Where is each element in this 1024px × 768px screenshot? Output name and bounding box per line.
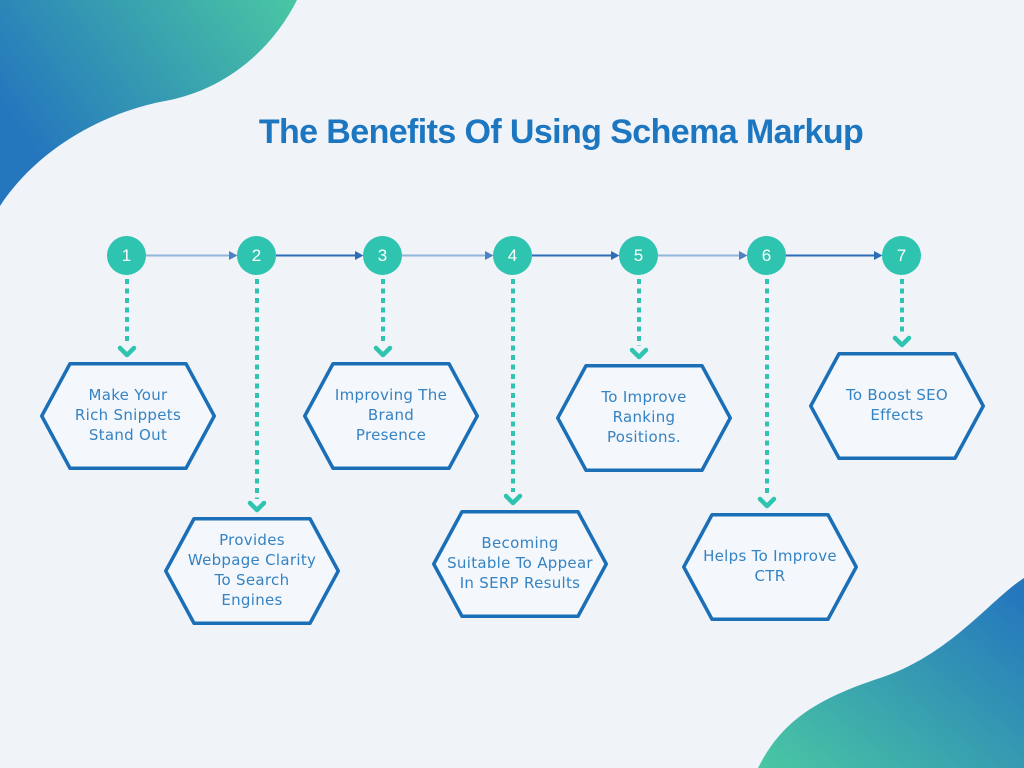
connector-arrow-5-6 [658,251,748,260]
dotted-arrow-step-6 [757,279,777,509]
step-circle-7: 7 [882,236,921,275]
hexagon-outline [432,510,608,618]
arrow-down-chevron-icon [373,345,393,358]
benefit-label-4: Becoming Suitable To Appear In SERP Resu… [447,534,593,592]
step-circle-4: 4 [493,236,532,275]
dotted-arrow-step-4 [503,279,523,506]
infographic-title: The Benefits Of Using Schema Markup [258,113,864,151]
benefit-label-6: Helps To Improve CTR [703,547,837,585]
connector-arrow-3-4 [402,251,494,260]
dotted-arrow-step-2 [247,279,267,513]
connector-arrow-1-2 [146,251,238,260]
benefit-label-2: Provides Webpage Clarity To Search Engin… [187,531,317,609]
connector-arrow-4-5 [532,251,620,260]
benefit-label-5: To Improve Ranking Positions. [601,388,687,446]
benefit-label-1: Make Your Rich Snippets Stand Out [74,386,182,444]
benefit-label-3: Improving The Brand Presence [334,386,448,444]
arrow-down-chevron-icon [117,345,137,358]
hexagon-outline [556,364,732,472]
step-circle-5: 5 [619,236,658,275]
step-circle-6: 6 [747,236,786,275]
hexagon-outline [303,362,479,470]
arrow-down-chevron-icon [892,335,912,348]
arrow-down-chevron-icon [757,496,777,509]
arrow-down-chevron-icon [247,500,267,513]
arrow-down-chevron-icon [629,347,649,360]
benefit-hexagon-7: To Boost SEO Effects [809,352,985,460]
connector-arrow-2-3 [276,251,364,260]
benefit-hexagon-6: Helps To Improve CTR [682,513,858,621]
hexagon-outline [40,362,216,470]
dotted-arrow-step-1 [117,279,137,358]
dotted-arrow-step-7 [892,279,912,348]
dotted-arrow-step-5 [629,279,649,360]
arrow-down-chevron-icon [503,493,523,506]
step-circle-3: 3 [363,236,402,275]
benefit-hexagon-1: Make Your Rich Snippets Stand Out [40,362,216,470]
wave-top-left [0,0,297,206]
dotted-arrow-step-3 [373,279,393,358]
benefit-label-7: To Boost SEO Effects [845,386,949,424]
step-circle-2: 2 [237,236,276,275]
hexagon-outline [164,517,340,625]
benefit-hexagon-2: Provides Webpage Clarity To Search Engin… [164,517,340,625]
benefit-hexagon-4: Becoming Suitable To Appear In SERP Resu… [432,510,608,618]
hexagon-outline [809,352,985,460]
connector-arrow-6-7 [786,251,883,260]
benefit-hexagon-5: To Improve Ranking Positions. [556,364,732,472]
step-circle-1: 1 [107,236,146,275]
benefit-hexagon-3: Improving The Brand Presence [303,362,479,470]
